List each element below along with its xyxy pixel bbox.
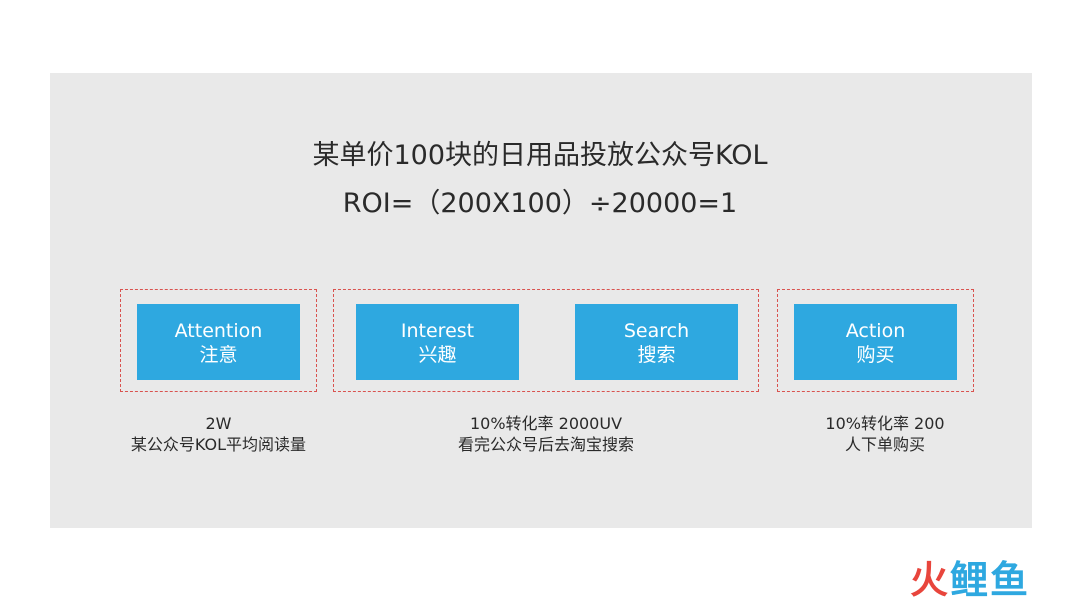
watermark-char-1: 火 [910, 558, 951, 602]
stage-action-en: Action [845, 320, 906, 342]
stage-attention-zh: 注意 [199, 344, 238, 366]
page-title: 某单价100块的日用品投放公众号KOL [312, 140, 768, 171]
group-action [777, 289, 974, 392]
content-panel [50, 73, 1032, 528]
roi-formula: ROI=（200X100）÷20000=1 [342, 188, 738, 219]
caption-action: 10%转化率 200 人下单购买 [775, 413, 995, 455]
watermark-char-2: 鲤 [950, 558, 991, 602]
stage-search-zh: 搜索 [637, 344, 676, 366]
caption-attention: 2W 某公众号KOL平均阅读量 [108, 413, 329, 455]
caption-interest-line2: 看完公众号后去淘宝搜索 [457, 435, 634, 454]
watermark-char-3: 鱼 [990, 558, 1031, 602]
group-interest-search [333, 289, 759, 392]
watermark-logo: 火鲤鱼 [910, 558, 1070, 602]
stage-attention: Attention 注意 [137, 304, 300, 380]
caption-action-line2: 人下单购买 [844, 435, 925, 454]
stage-action: Action 购买 [794, 304, 957, 380]
group-attention [120, 289, 317, 392]
stage-attention-en: Attention [174, 320, 263, 342]
stage-search-en: Search [623, 320, 690, 342]
caption-attention-line2: 某公众号KOL平均阅读量 [130, 435, 307, 454]
stage-search: Search 搜索 [575, 304, 738, 380]
stage-interest-en: Interest [400, 320, 475, 342]
stage-action-zh: 购买 [856, 344, 895, 366]
caption-attention-line1: 2W [205, 414, 232, 433]
caption-interest-line1: 10%转化率 2000UV [469, 414, 623, 433]
caption-action-line1: 10%转化率 200 [825, 414, 945, 433]
stage-interest: Interest 兴趣 [356, 304, 519, 380]
caption-interest-search: 10%转化率 2000UV 看完公众号后去淘宝搜索 [421, 413, 671, 455]
stage-interest-zh: 兴趣 [418, 344, 457, 366]
